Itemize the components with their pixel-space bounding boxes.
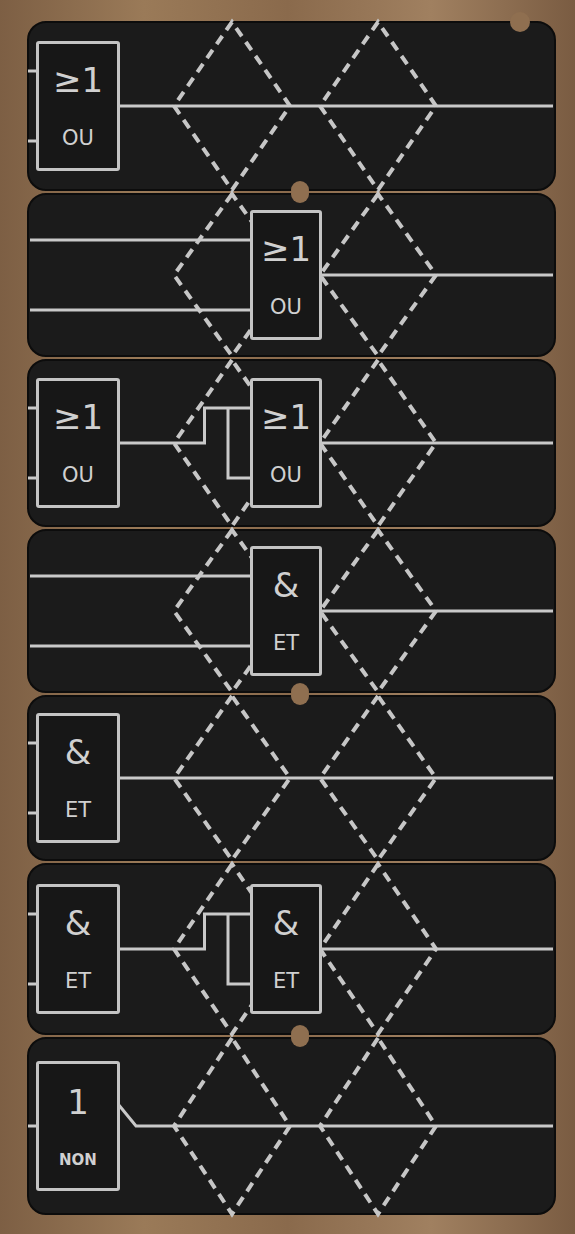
gate-symbol: ≥1 [53,62,103,99]
gate-label: ET [273,632,299,655]
gate-label: ET [65,970,91,993]
gate-label: OU [270,296,302,319]
or-gate: ≥1OU [36,378,120,508]
or-gate: ≥1OU [250,210,322,340]
gate-label: ET [273,970,299,993]
gate-symbol: & [273,905,300,942]
not-gate: 1NON [36,1061,120,1191]
and-gate: & ET [36,884,120,1014]
gate-symbol: & [65,905,92,942]
gate-symbol: ≥1 [261,399,311,436]
gate-label: OU [270,464,302,487]
gate-wire [120,914,250,949]
gate-symbol: ≥1 [261,231,311,268]
gate-label: ET [65,799,91,822]
or-gate: ≥1OU [250,378,322,508]
and-gate: & ET [250,546,322,676]
gate-label: OU [62,127,94,150]
and-gate: & ET [36,713,120,843]
or-gate: ≥1OU [36,41,120,171]
gate-symbol: & [273,567,300,604]
and-gate: & ET [250,884,322,1014]
gate-symbol: ≥1 [53,399,103,436]
gate-label: NON [59,1152,97,1169]
gate-symbol: & [65,734,92,771]
gate-symbol: 1 [67,1084,89,1121]
gate-wire [120,408,250,443]
gate-label: OU [62,464,94,487]
